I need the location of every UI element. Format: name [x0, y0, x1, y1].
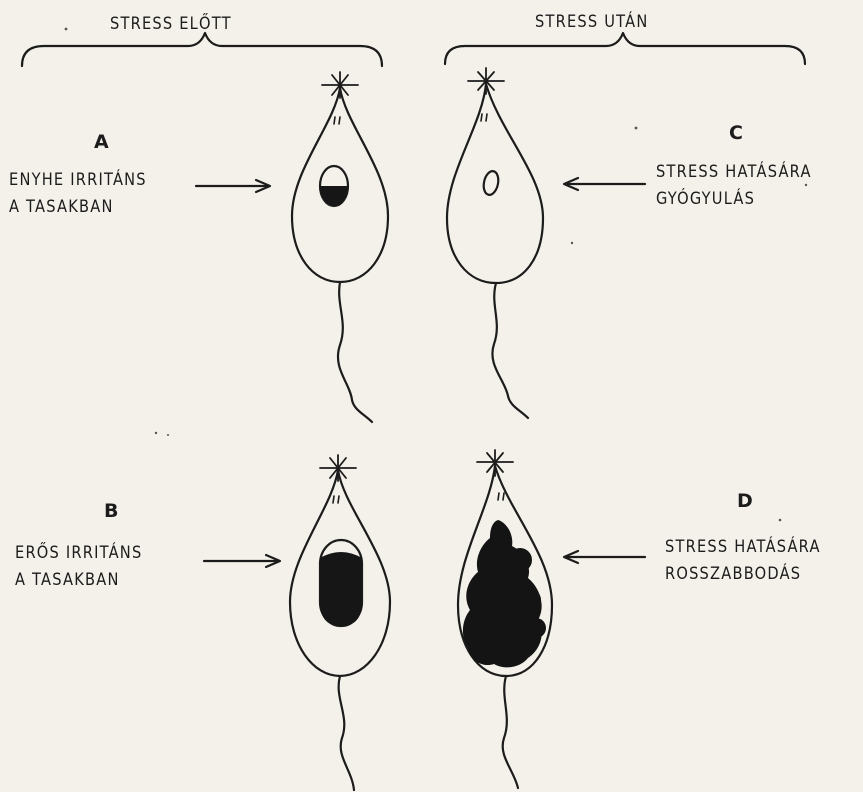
panel-c-line2: GYÓGYULÁS [656, 188, 755, 210]
header-before: STRESS ELŐTT [110, 13, 232, 35]
panel-d-line2: ROSSZABBODÁS [665, 563, 801, 585]
panel-a-line2: A TASAKBAN [9, 196, 114, 218]
eyespot-d [498, 493, 504, 500]
panel-b-letter: B [104, 500, 118, 522]
panel-b-line1: ERŐS IRRITÁNS [15, 542, 142, 564]
cell-b [290, 455, 390, 790]
specks [65, 28, 808, 522]
flagellum-c [492, 283, 528, 418]
cilia-a [322, 72, 358, 98]
cilia-b [320, 455, 356, 481]
flagellum-b [339, 676, 354, 790]
cell-c [447, 68, 543, 418]
flagellum-d [503, 676, 518, 788]
eyespot-b [333, 496, 339, 503]
cell-body-c [447, 84, 543, 283]
cell-a [292, 72, 388, 422]
arrow-d [564, 551, 645, 563]
irritant-fill-b [320, 552, 362, 626]
panel-c-letter: C [729, 122, 743, 144]
cell-d [458, 450, 552, 788]
panel-d-letter: D [737, 490, 753, 512]
panel-a-letter: A [94, 131, 109, 153]
header-after: STRESS UTÁN [535, 11, 648, 33]
arrow-a [196, 180, 270, 192]
panel-b-line2: A TASAKBAN [15, 569, 120, 591]
brace-after [445, 33, 805, 64]
panel-c-line1: STRESS HATÁSÁRA [656, 161, 812, 183]
brace-before [22, 33, 382, 66]
eyespot-a [334, 117, 340, 124]
panel-a-line1: ENYHE IRRITÁNS [9, 169, 147, 191]
flagellum-a [338, 282, 372, 422]
eyespot-c [481, 114, 487, 121]
irritant-fill-a [320, 186, 348, 206]
panel-d-line1: STRESS HATÁSÁRA [665, 536, 821, 558]
arrow-b [204, 555, 280, 567]
pouch-c [482, 170, 501, 196]
arrow-c [564, 178, 645, 190]
